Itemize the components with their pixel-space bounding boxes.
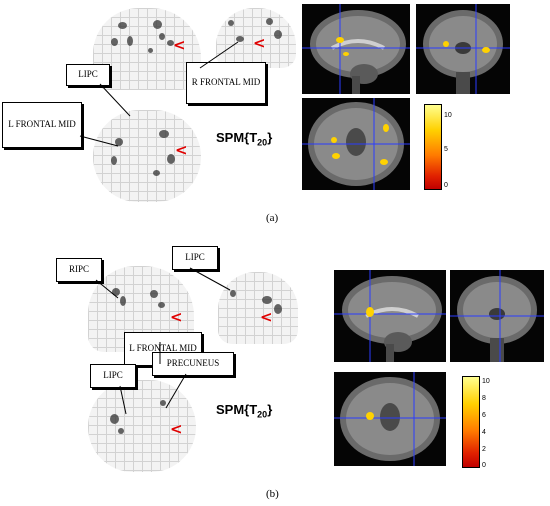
caption-a: (a)	[266, 212, 279, 224]
mri-sagittal-view	[334, 270, 446, 362]
figure-panel-b: < < < RIPC LIPC L FRONTAL MID PRECUNEUS …	[0, 232, 550, 506]
glass-brain-axial: <	[93, 110, 201, 202]
glass-brain-coronal: <	[216, 8, 296, 68]
origin-marker-icon: <	[170, 420, 183, 438]
mri-coronal-view	[450, 270, 544, 362]
colorbar-b	[462, 376, 480, 468]
origin-marker-icon: <	[253, 34, 266, 52]
colorbar-b-tick-8: 8	[482, 395, 486, 402]
callout-lipc: LIPC	[66, 64, 110, 86]
colorbar-a-tick-max: 10	[444, 112, 452, 119]
glass-brain-sagittal: <	[93, 8, 201, 90]
colorbar-b-tick-2: 2	[482, 446, 486, 453]
figure-panel-a: < < < LIPC R FRONTAL MID L FRONTAL MID S…	[0, 0, 550, 232]
origin-marker-icon: <	[175, 141, 188, 159]
callout-lipc-bottom: LIPC	[90, 364, 136, 388]
origin-marker-icon: <	[173, 36, 186, 54]
mri-axial-view	[302, 98, 410, 190]
colorbar-a	[424, 104, 442, 190]
callout-precuneus: PRECUNEUS	[152, 352, 234, 376]
mri-axial-view	[334, 372, 446, 466]
callout-r-frontal-mid: R FRONTAL MID	[186, 62, 266, 104]
colorbar-b-tick-10: 10	[482, 378, 490, 385]
glass-brain-axial: <	[88, 380, 196, 472]
origin-marker-icon: <	[170, 308, 183, 326]
spm-statistic-label: SPM{T20}	[216, 130, 273, 148]
callout-ripc: RIPC	[56, 258, 102, 282]
colorbar-a-tick-mid: 5	[444, 146, 448, 153]
caption-b: (b)	[266, 488, 279, 500]
colorbar-a-tick-min: 0	[444, 182, 448, 189]
mri-coronal-view	[416, 4, 510, 94]
spm-statistic-label: SPM{T20}	[216, 402, 273, 420]
glass-brain-coronal: <	[218, 272, 298, 344]
origin-marker-icon: <	[260, 308, 273, 326]
mri-sagittal-view	[302, 4, 410, 94]
callout-lipc-top: LIPC	[172, 246, 218, 270]
colorbar-b-tick-0: 0	[482, 462, 486, 469]
colorbar-b-tick-6: 6	[482, 412, 486, 419]
colorbar-b-tick-4: 4	[482, 429, 486, 436]
callout-l-frontal-mid: L FRONTAL MID	[2, 102, 82, 148]
